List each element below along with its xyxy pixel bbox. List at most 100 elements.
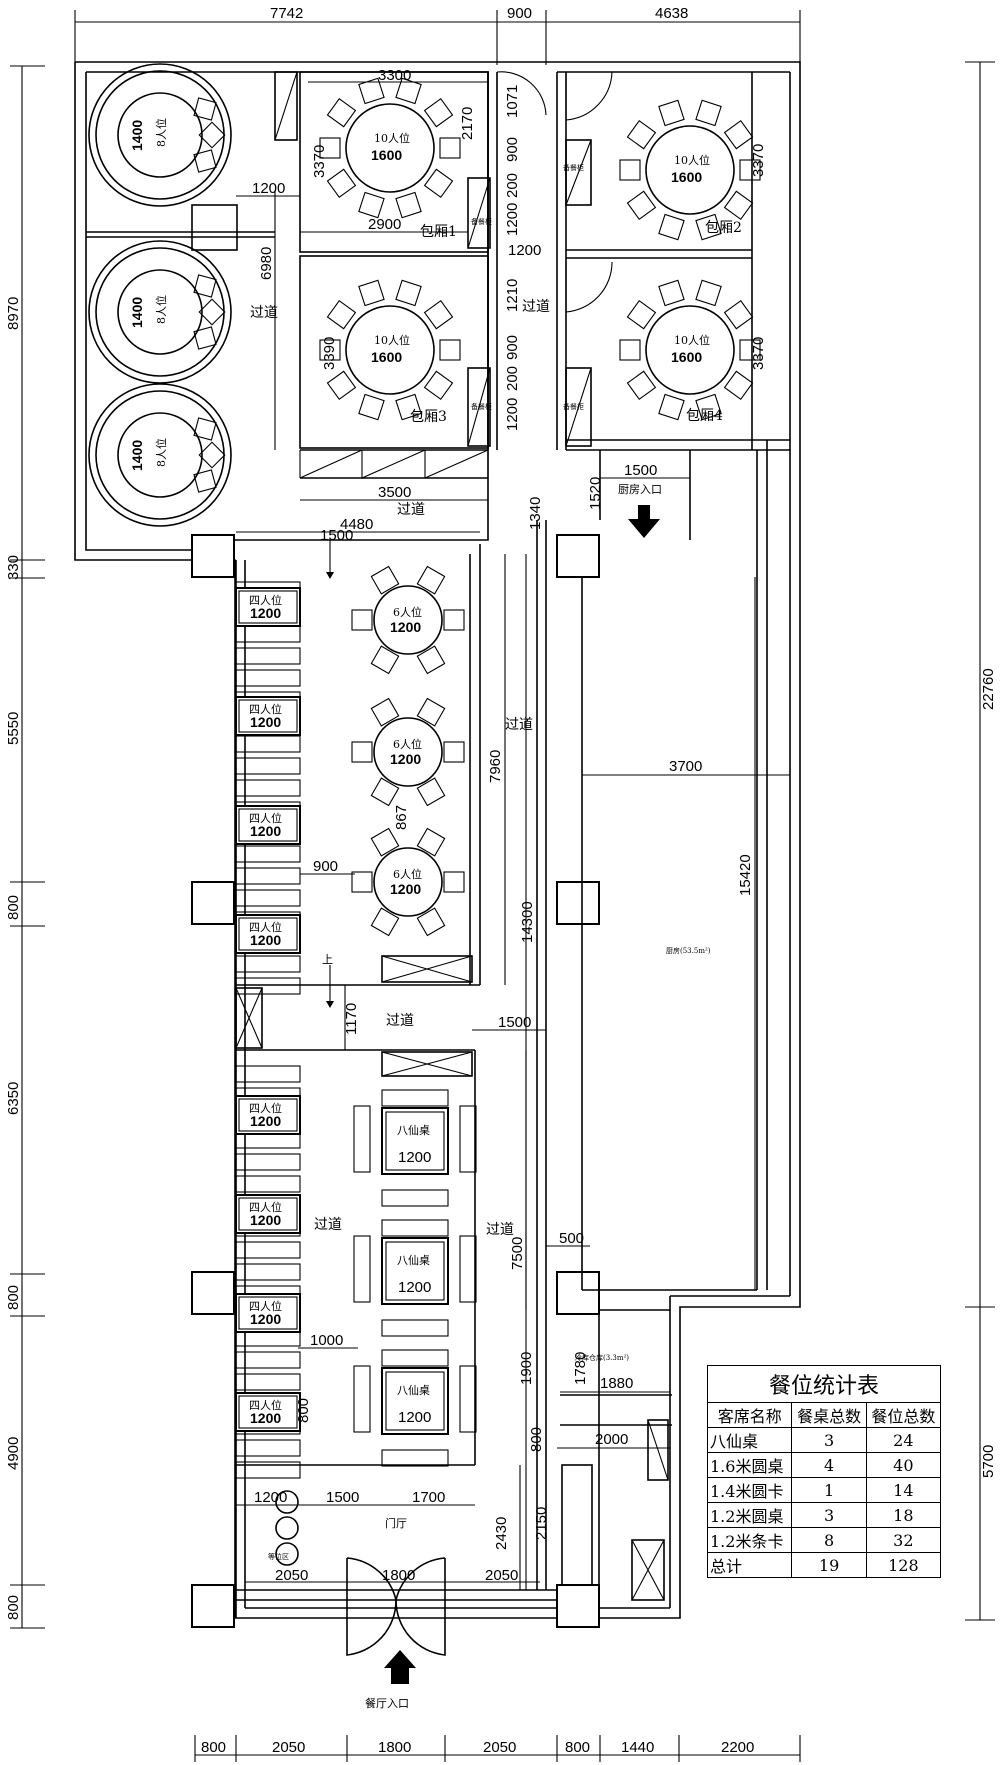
table-size: 1200 [398, 1279, 431, 1296]
left-dim-8: 800 [5, 1595, 22, 1620]
table-diameter: 1600 [371, 349, 402, 365]
round-table-1200 [373, 585, 443, 655]
stat-cell: 1.2米圆桌 [706, 1502, 793, 1528]
booth-size: 1200 [250, 714, 281, 730]
bench [353, 1105, 371, 1173]
booth-bench [235, 779, 301, 797]
left-dim-1: 8970 [5, 297, 22, 330]
chair [658, 213, 685, 241]
bench [459, 1105, 477, 1173]
booth-diameter: 1400 [129, 120, 145, 151]
cabinet-label: 备餐柜 [471, 402, 492, 411]
booth-size: 1200 [250, 605, 281, 621]
svg-text:500: 500 [559, 1230, 584, 1247]
svg-text:1500: 1500 [498, 1014, 531, 1031]
bench [381, 1319, 449, 1337]
bench [381, 1349, 449, 1367]
round-table-1600 [345, 103, 435, 193]
top-dimension-line: 7742 900 4638 [74, 5, 801, 65]
booth-outer [88, 240, 232, 384]
booth-bench [235, 889, 301, 907]
right-dimension-line: 22760 5700 [965, 61, 997, 1621]
chair [695, 279, 722, 307]
cabinet [274, 71, 298, 141]
bottom-dim-2: 2050 [272, 1739, 305, 1756]
stat-cell: 40 [865, 1452, 942, 1478]
bottom-dim-1: 800 [201, 1739, 226, 1756]
chair [695, 393, 722, 421]
booth-bench [235, 1065, 301, 1083]
entrance-doors [346, 1557, 446, 1656]
top-dim-3: 4638 [655, 5, 688, 22]
svg-text:800: 800 [528, 1427, 545, 1452]
table-diameter: 1200 [390, 619, 421, 635]
svg-text:200: 200 [504, 173, 521, 198]
svg-text:1071: 1071 [504, 85, 521, 118]
booth-seat-count: 8人位 [154, 438, 168, 467]
svg-text:2900: 2900 [368, 216, 401, 233]
table-seat-count: 6人位 [393, 737, 422, 751]
chair [395, 191, 422, 219]
eight-immortal-table [381, 1367, 449, 1435]
kitchen-label: 厨房(53.5m²) [666, 946, 711, 955]
booth-bench [235, 977, 301, 995]
booth-seat-count: 四人位 [249, 1101, 282, 1115]
vip-cabinets [235, 139, 669, 1601]
corridor-walls [236, 72, 790, 1590]
table-seat-count: 6人位 [393, 867, 422, 881]
waiting-area-label: 等位区 [268, 1552, 289, 1561]
chair [423, 168, 454, 199]
chair [443, 609, 465, 631]
chair [370, 777, 400, 807]
chair [416, 827, 446, 857]
chair [626, 119, 657, 150]
kitchen-entry-arrow-icon [628, 505, 660, 538]
round-table-1600 [345, 305, 435, 395]
chair [723, 299, 754, 330]
svg-text:2430: 2430 [493, 1517, 510, 1550]
bottom-dim-5: 800 [565, 1739, 590, 1756]
booth-seat-count: 四人位 [249, 1200, 282, 1214]
left-dim-6: 800 [5, 1285, 22, 1310]
svg-text:1200: 1200 [504, 203, 521, 236]
round-table-1200 [373, 847, 443, 917]
stat-header: 客席名称 [706, 1402, 793, 1428]
waiting-seat [275, 1490, 299, 1514]
kitchen-entry-label: 厨房入口 [618, 483, 662, 496]
eight-immortal-table-inner [385, 1241, 445, 1301]
booth-seat-count: 四人位 [249, 811, 282, 825]
stat-cell: 8 [791, 1527, 867, 1553]
booth-table [117, 412, 203, 498]
stat-cell: 八仙桌 [706, 1427, 793, 1453]
bottom-dim-4: 2050 [483, 1739, 516, 1756]
bench [381, 1449, 449, 1467]
chair [319, 339, 341, 361]
chair [626, 370, 657, 401]
booth-chair [193, 97, 217, 121]
bottom-dim-3: 1800 [378, 1739, 411, 1756]
corridor-label: 过道 [505, 717, 533, 733]
eight-immortal-table [381, 1237, 449, 1305]
chair [416, 907, 446, 937]
svg-text:1500: 1500 [326, 1489, 359, 1506]
chair [326, 168, 357, 199]
svg-text:900: 900 [313, 858, 338, 875]
chair [626, 299, 657, 330]
stat-cell: 19 [791, 1552, 867, 1578]
svg-text:7500: 7500 [509, 1237, 526, 1270]
svg-text:2050: 2050 [485, 1567, 518, 1584]
internal-dims: 3300 2170 1071 3370 900 200 1200 1200 29… [236, 67, 790, 1590]
chair [443, 741, 465, 763]
booth-bench [235, 647, 301, 665]
vip2-label: 包厢2 [705, 220, 742, 236]
stat-cell: 128 [865, 1552, 942, 1578]
svg-text:7960: 7960 [487, 750, 504, 783]
svg-text:1520: 1520 [587, 477, 604, 510]
booth-diameter: 1400 [129, 440, 145, 471]
booth-size: 1200 [250, 823, 281, 839]
bench [353, 1365, 371, 1433]
booth-chair [193, 326, 217, 350]
booth-seat-count: 四人位 [249, 920, 282, 934]
stat-cell: 3 [791, 1427, 867, 1453]
